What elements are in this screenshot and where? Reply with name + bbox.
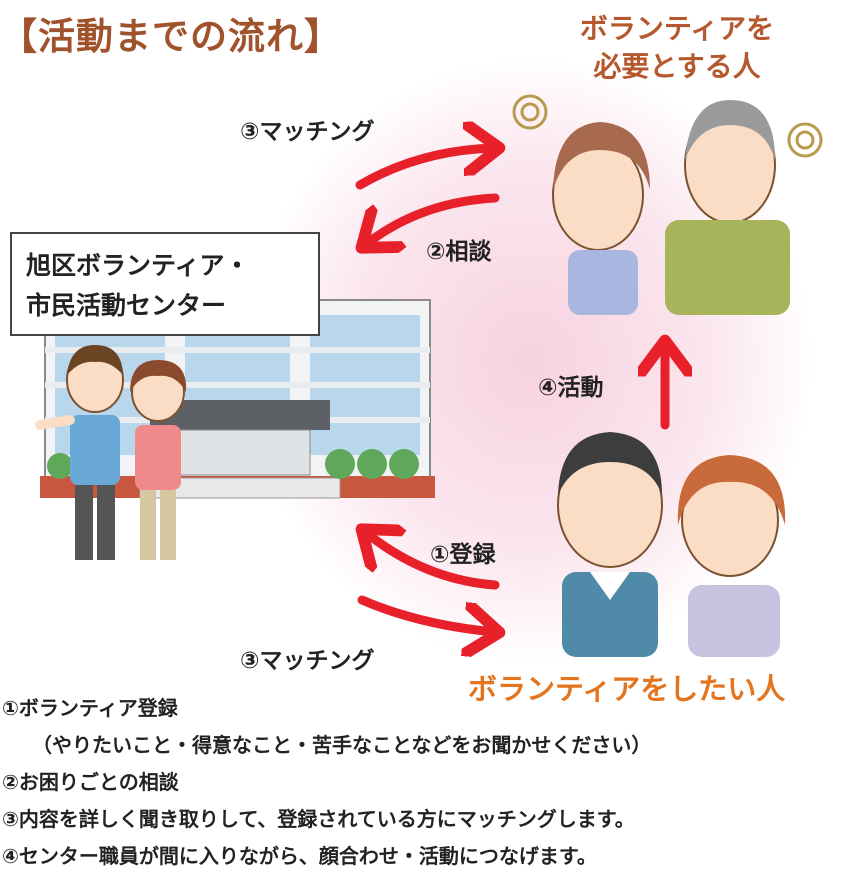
staff-woman-illustration: [130, 360, 187, 560]
page-title: 【活動までの流れ】: [0, 15, 342, 58]
matching-arrow-bottom: [357, 595, 495, 632]
register-label: ①登録: [430, 542, 496, 568]
volunteer-people-label: ボランティアをしたい人: [468, 672, 786, 706]
note-1: ①ボランティア登録: [2, 696, 178, 720]
needy-woman-illustration: [552, 122, 650, 315]
worry-swirl-icon: [512, 94, 823, 158]
note-1-detail: （やりたいこと・得意なこと・苦手なことなどをお聞かせください）: [32, 733, 652, 757]
process-notes: ①ボランティア登録 （やりたいこと・得意なこと・苦手なことなどをお聞かせください…: [2, 690, 842, 875]
staff-man-illustration: [35, 345, 124, 560]
needy-label-line-1: ボランティアを: [579, 12, 775, 45]
volunteer-woman-illustration: [677, 455, 786, 657]
note-4: ④センター職員が間に入りながら、顔合わせ・活動につなげます。: [2, 844, 597, 868]
volunteer-man-illustration: [557, 432, 663, 657]
matching-label-top: ③マッチング: [240, 119, 375, 145]
needy-label-line-2: 必要とする人: [593, 50, 761, 83]
consult-label: ②相談: [426, 239, 492, 265]
note-3: ③内容を詳しく聞き取りして、登録されている方にマッチングします。: [2, 807, 635, 831]
matching-label-bottom: ③マッチング: [240, 648, 375, 674]
note-2: ②お困りごとの相談: [2, 770, 179, 794]
activity-label: ④活動: [538, 375, 604, 401]
center-name-box: 旭区ボランティア・ 市民活動センター: [10, 232, 320, 336]
register-arrow: [365, 532, 500, 590]
matching-arrow-top: [355, 148, 495, 190]
needy-man-illustration: [665, 100, 790, 315]
center-name-line-1: 旭区ボランティア・: [26, 251, 250, 280]
consult-arrow: [365, 193, 500, 245]
needy-people-label: ボランティアを 必要とする人: [522, 10, 832, 86]
center-name-line-2: 市民活動センター: [26, 291, 227, 320]
